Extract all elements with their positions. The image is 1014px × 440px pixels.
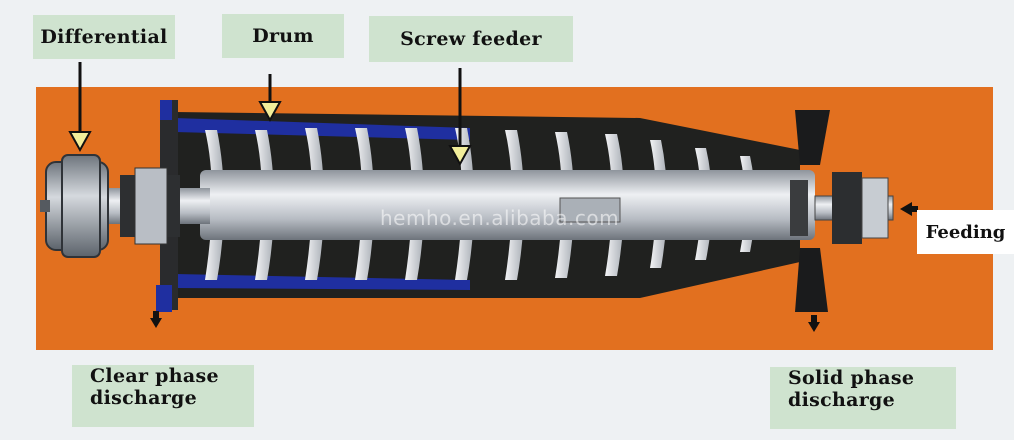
label-differential: Differential bbox=[33, 15, 175, 59]
label-clear-phase-discharge: Clear phase discharge bbox=[72, 365, 254, 427]
screw-shaft bbox=[200, 170, 815, 240]
drum-lining-top bbox=[175, 118, 470, 140]
label-screw-feeder: Screw feeder bbox=[369, 16, 573, 62]
pointer-arrows bbox=[68, 62, 472, 167]
solid-discharge-arrow bbox=[808, 322, 820, 332]
watermark: hemho.en.alibaba.com bbox=[380, 206, 620, 230]
solid-outlet-bottom bbox=[795, 248, 828, 312]
label-feeding: Feeding bbox=[917, 210, 1014, 254]
solid-phase-line2: discharge bbox=[788, 389, 895, 411]
clear-phase-line2: discharge bbox=[90, 387, 197, 409]
feed-arrow bbox=[900, 202, 912, 216]
clear-phase-line1: Clear phase bbox=[90, 365, 219, 387]
clear-discharge-arrow bbox=[150, 318, 162, 328]
label-solid-phase-discharge: Solid phase discharge bbox=[770, 367, 956, 429]
drum-lining-bottom bbox=[175, 274, 470, 290]
label-drum: Drum bbox=[222, 14, 344, 58]
solid-phase-line1: Solid phase bbox=[788, 367, 915, 389]
solid-outlet-top bbox=[795, 110, 830, 165]
